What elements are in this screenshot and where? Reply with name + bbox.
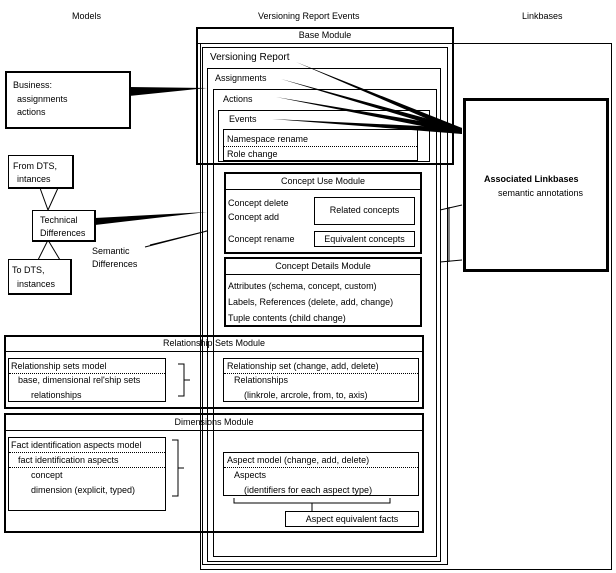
connector-assignments <box>281 79 462 134</box>
callout-from-dts-tail <box>39 187 59 212</box>
bracket-relationship-sets <box>178 363 190 397</box>
business-line2: assignments <box>17 94 68 104</box>
relationship-set-box <box>223 358 419 402</box>
dimensions-module <box>4 413 424 533</box>
connector-business <box>129 87 207 96</box>
connector-technical <box>95 212 207 225</box>
business-callout <box>5 71 131 129</box>
namespace-rename: Namespace rename <box>227 134 309 144</box>
aspects-label: Aspects <box>234 470 267 480</box>
to-dts-line1: To DTS, <box>12 265 45 275</box>
concept-details-title: Concept Details Module <box>275 261 371 271</box>
relationship-base: base, dimensional rel'ship sets <box>18 375 141 385</box>
from-dts-callout <box>8 155 74 189</box>
assignments-frame <box>207 68 441 562</box>
models-header: Models <box>72 11 102 21</box>
connector-versioning-report <box>296 62 462 134</box>
from-dts-line2: intances <box>17 174 51 184</box>
connector-events <box>272 119 462 134</box>
relationship-sets-model-box <box>8 358 166 402</box>
associated-title: Associated Linkbases <box>484 174 579 184</box>
dimensions-divider <box>4 430 424 431</box>
associated-linkbases <box>463 98 609 272</box>
fact-aspects-divider <box>9 467 165 468</box>
dimensions-title: Dimensions Module <box>174 417 254 427</box>
base-module <box>196 27 454 165</box>
relationship-set: Relationship set (change, add, delete) <box>227 361 379 371</box>
linkbase-connector <box>439 204 463 263</box>
concept-rename: Concept rename <box>228 234 295 244</box>
events-label: Events <box>229 114 257 124</box>
technical-differences-box <box>32 210 96 242</box>
relationship-sets-model: Relationship sets model <box>11 361 107 371</box>
semantic-line1: Semantic <box>92 246 130 256</box>
technical-line1: Technical <box>40 215 78 225</box>
relationships-label: Relationships <box>234 375 289 385</box>
rel-model-divider <box>9 373 165 374</box>
relationship-sets-title: Relationship Sets Module <box>162 338 266 348</box>
tuple-contents: Tuple contents (child change) <box>228 313 346 323</box>
connector-actions <box>276 97 462 134</box>
concept-use-title: Concept Use Module <box>280 176 366 186</box>
base-module-title: Base Module <box>298 30 352 40</box>
concept-use-module <box>224 172 422 254</box>
actions-frame <box>213 89 437 557</box>
relationship-relationships: relationships <box>31 390 82 400</box>
business-line1: Business: <box>13 80 53 90</box>
concept-details-module <box>224 257 422 327</box>
versioning-report-frame <box>202 47 448 565</box>
concept-add: Concept add <box>228 212 280 222</box>
aspect-model-box <box>223 452 419 496</box>
aspect-dimension: dimension (explicit, typed) <box>31 485 136 495</box>
technical-line2: Differences <box>40 228 86 238</box>
concept-delete: Concept delete <box>228 198 289 208</box>
fact-identification-box <box>8 437 166 511</box>
events-divider <box>224 146 417 147</box>
concept-details-divider <box>224 274 422 275</box>
bracket-aspect-equivalent <box>233 498 391 511</box>
versioning-report-label: Versioning Report <box>210 52 290 63</box>
aspect-model-divider <box>224 467 418 468</box>
to-dts-line2: instances <box>17 279 56 289</box>
bracket-dimensions <box>172 439 184 497</box>
concept-use-divider <box>224 189 422 190</box>
fact-identification-model: Fact identification aspects model <box>11 440 142 450</box>
associated-subtitle: semantic annotations <box>498 188 584 198</box>
versioning-events-header: Versioning Report Events <box>258 11 360 21</box>
connector-semantic <box>144 230 208 248</box>
role-change: Role change <box>227 149 278 159</box>
relationship-sets-divider <box>4 351 424 352</box>
related-concepts-box <box>314 197 415 225</box>
callout-to-dts-tail <box>37 238 61 261</box>
base-module-divider <box>196 43 454 44</box>
assignments-label: Assignments <box>215 73 267 83</box>
events-frame <box>218 110 430 162</box>
fact-model-divider <box>9 452 165 453</box>
from-dts-line1: From DTS, <box>13 161 57 171</box>
related-concepts: Related concepts <box>329 205 400 215</box>
aspects-identifiers: (identifiers for each aspect type) <box>244 485 373 495</box>
attributes: Attributes (schema, concept, custom) <box>228 281 377 291</box>
labels-references: Labels, References (delete, add, change) <box>228 297 394 307</box>
semantic-line2: Differences <box>92 259 138 269</box>
events-list <box>223 129 418 161</box>
aspect-concept: concept <box>31 470 63 480</box>
equivalent-concepts: Equivalent concepts <box>324 234 405 244</box>
to-dts-callout <box>8 259 72 295</box>
business-line3: actions <box>17 107 46 117</box>
equivalent-concepts-box <box>314 231 415 247</box>
aspect-equivalent-facts-box <box>285 511 419 527</box>
linkbases-header: Linkbases <box>522 11 563 21</box>
actions-label: Actions <box>223 94 253 104</box>
relationships-detail: (linkrole, arcrole, from, to, axis) <box>244 390 368 400</box>
aspect-equivalent-facts: Aspect equivalent facts <box>305 514 399 524</box>
rel-set-divider <box>224 373 418 374</box>
relationship-sets-module <box>4 335 424 409</box>
fact-identification-aspects: fact identification aspects <box>18 455 119 465</box>
aspect-model: Aspect model (change, add, delete) <box>227 455 370 465</box>
